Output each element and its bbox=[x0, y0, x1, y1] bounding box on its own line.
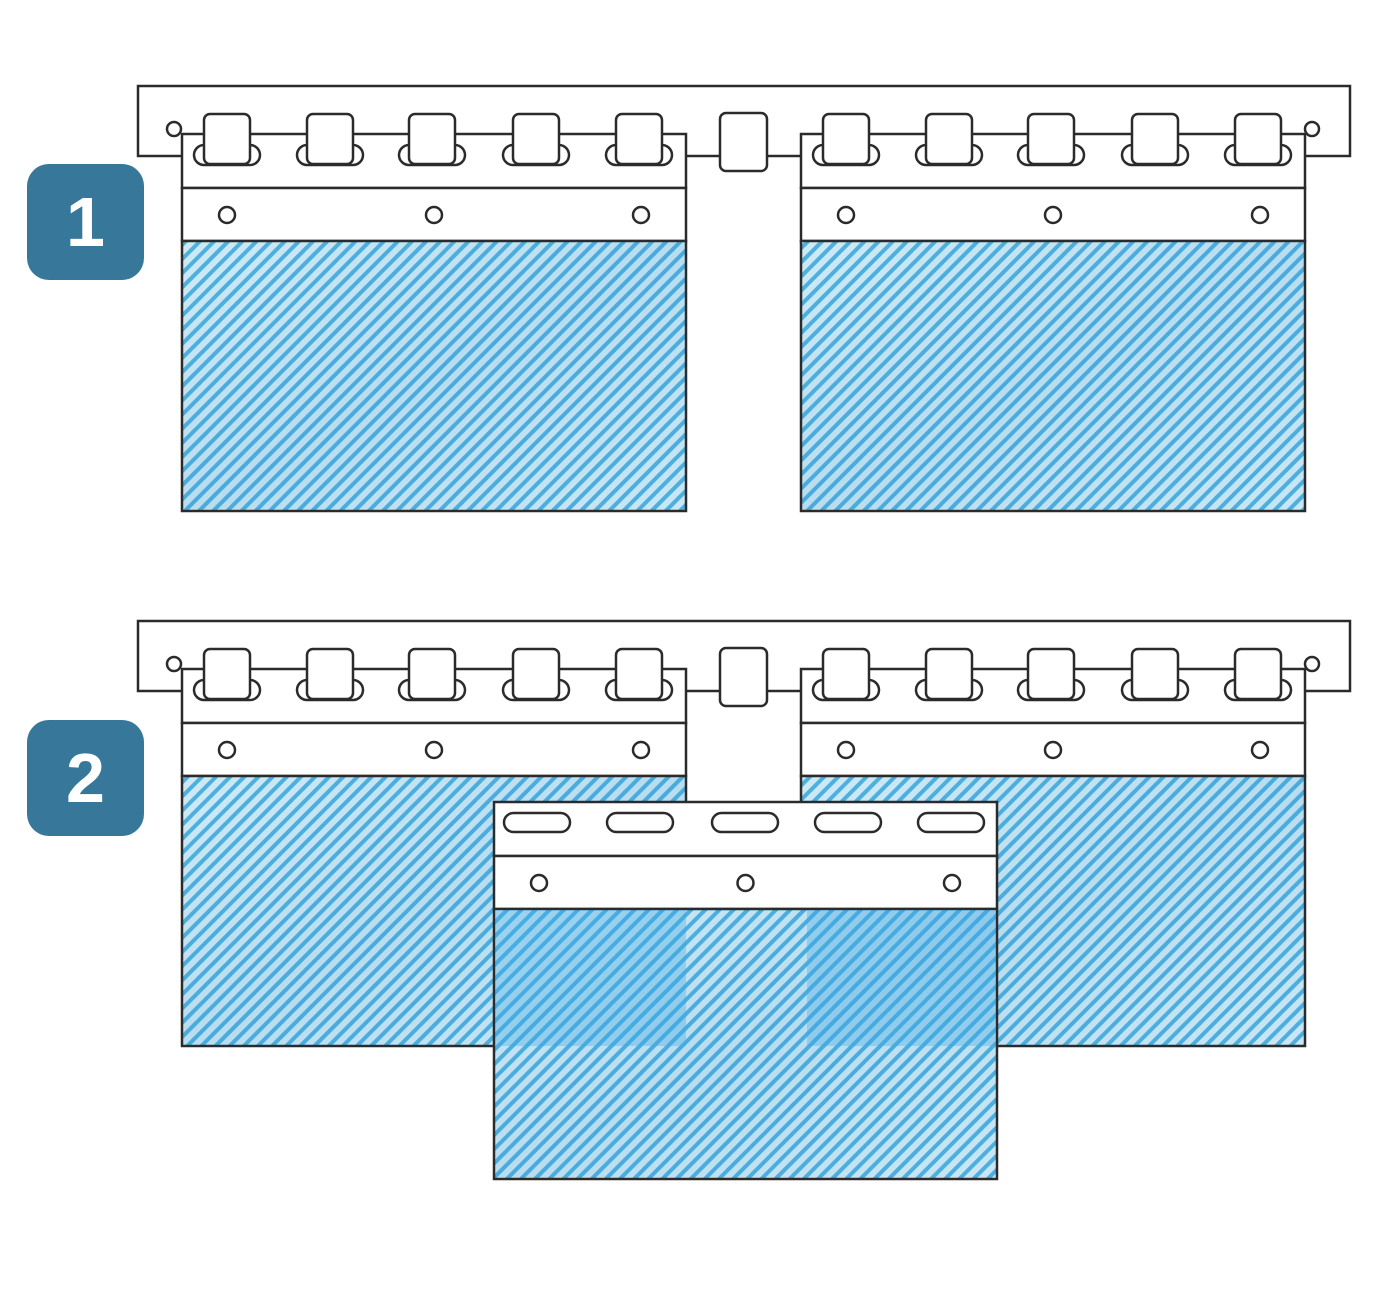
step-1-strip-right-clip-5 bbox=[1233, 112, 1283, 166]
step-2-strip-overlap-slot-4 bbox=[813, 811, 883, 834]
step-2-strip-left-clip-4 bbox=[511, 647, 561, 701]
step-2-strip-right-clip-1 bbox=[821, 647, 871, 701]
step-2-strip-right-hole-1 bbox=[836, 740, 856, 760]
step-2-strip-overlap-hole-2 bbox=[736, 873, 755, 893]
step-2-strip-right-clip-3 bbox=[1026, 647, 1076, 701]
step-1-strip-left-clip-2 bbox=[305, 112, 355, 166]
step-1-strip-left-clip-3 bbox=[407, 112, 457, 166]
badge-step-2: 2 bbox=[27, 720, 144, 836]
step-2-overlap-tint-right bbox=[807, 910, 996, 1046]
step-2-strip-left-hole-2 bbox=[424, 740, 444, 760]
step-1-strip-left-body-shade bbox=[183, 242, 685, 510]
step-2-center-clip bbox=[718, 646, 769, 708]
step-2-strip-right-hole-2 bbox=[1043, 740, 1063, 760]
badge-step-1: 1 bbox=[27, 164, 144, 280]
step-2-strip-left-hole-3 bbox=[631, 740, 651, 760]
step-2-strip-left-clip-5 bbox=[614, 647, 664, 701]
step-2-strip-left-clip-2 bbox=[305, 647, 355, 701]
step-1-strip-right-hole-1 bbox=[836, 205, 856, 225]
step-2-assembly bbox=[136, 619, 1352, 1181]
step-1-strip-right-hole-2 bbox=[1043, 205, 1063, 225]
step-2-strip-left-clip-1 bbox=[202, 647, 252, 701]
step-1-strip-right-clip-2 bbox=[924, 112, 974, 166]
step-2-strip-overlap-body-shade bbox=[495, 910, 996, 1178]
step-2-strip-overlap-hole-1 bbox=[529, 873, 549, 893]
step-1-strip-left-hole-2 bbox=[424, 205, 444, 225]
step-1-strip-left-clip-4 bbox=[511, 112, 561, 166]
step-1-strip-left-hole-1 bbox=[217, 205, 237, 225]
step-2-strip-overlap-slot-2 bbox=[605, 811, 675, 834]
step-1-strip-right-clip-4 bbox=[1130, 112, 1180, 166]
step-2-strip-overlap-slot-5 bbox=[916, 811, 986, 834]
step-1-center-clip bbox=[718, 111, 769, 173]
step-2-strip-overlap-slot-1 bbox=[502, 811, 572, 834]
step-2-strip-left-hole-1 bbox=[217, 740, 237, 760]
step-2-strip-left-clip-3 bbox=[407, 647, 457, 701]
step-2-strip-right-clip-4 bbox=[1130, 647, 1180, 701]
step-1-strip-right-clip-1 bbox=[821, 112, 871, 166]
badge-step-2-number: 2 bbox=[66, 739, 105, 817]
step-2-rail-hole-right bbox=[1303, 655, 1321, 673]
step-2-overlap-tint-left bbox=[495, 910, 686, 1046]
step-2-strip-overlap-hole-3 bbox=[942, 873, 962, 893]
step-1-rail-hole-right bbox=[1303, 120, 1321, 138]
step-1-strip-left-clip-5 bbox=[614, 112, 664, 166]
step-2-strip-right-clip-2 bbox=[924, 647, 974, 701]
step-1-assembly bbox=[136, 84, 1352, 513]
step-1-strip-left-hole-3 bbox=[631, 205, 651, 225]
step-2-strip-right-hole-3 bbox=[1250, 740, 1270, 760]
step-1-strip-right-hole-3 bbox=[1250, 205, 1270, 225]
step-1-strip-left-clip-1 bbox=[202, 112, 252, 166]
step-1-strip-right-body-shade bbox=[802, 242, 1304, 510]
step-1-strip-right-clip-3 bbox=[1026, 112, 1076, 166]
step-2-rail-hole-left bbox=[165, 655, 183, 673]
badge-step-1-number: 1 bbox=[66, 183, 105, 261]
step-2-strip-right-clip-5 bbox=[1233, 647, 1283, 701]
step-1-rail-hole-left bbox=[165, 120, 183, 138]
step-2-strip-overlap-slot-3 bbox=[710, 811, 780, 834]
